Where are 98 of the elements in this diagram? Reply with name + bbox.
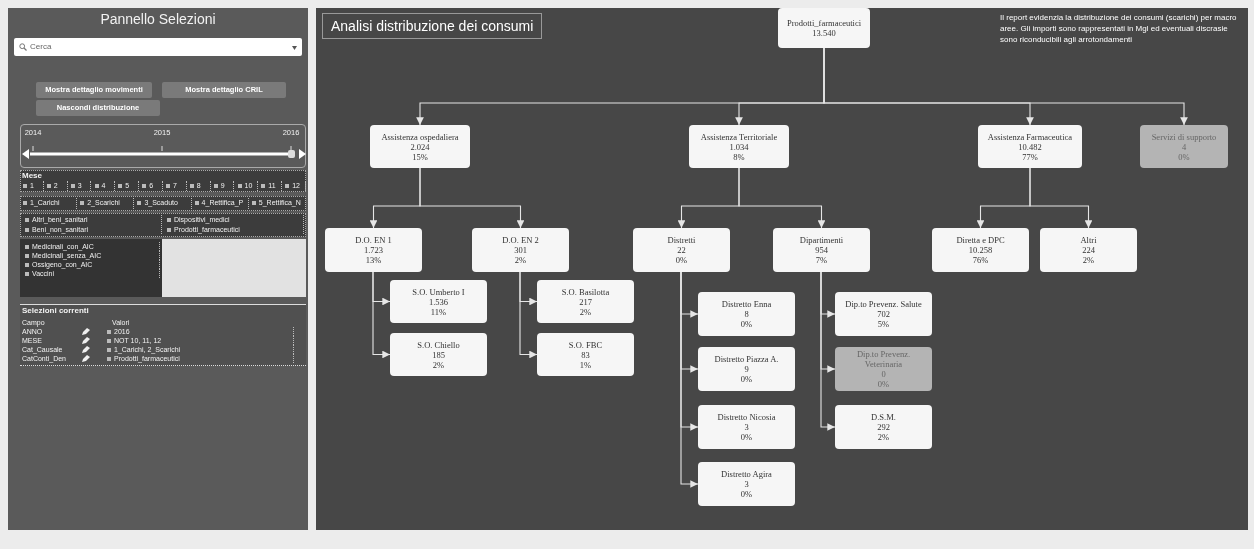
connector-arrow [680,271,699,488]
tree-node-box [932,228,1029,272]
node-name: Dip.to Prevenz. Veterinaria [855,349,912,369]
tree-node-box [472,228,569,272]
connector-arrow [823,47,1188,126]
node-share: 2% [1082,255,1095,265]
node-value: 224 [1082,245,1095,255]
node-name: Distretto Agira [721,469,772,479]
node-name: Diretta e DPC [956,235,1005,245]
node-value: 3 [744,422,749,432]
node-share: 7% [815,255,828,265]
node-share: 2% [877,432,890,442]
node-name: Distretto Enna [721,299,772,309]
tree-node-box [390,333,487,376]
node-share: 2% [579,306,592,317]
node-name: Assistenza ospedaliera [381,131,459,142]
tree-node-box [325,228,422,272]
node-share: 77% [1022,151,1038,162]
node-value: 22 [677,245,686,255]
tree-node-box [370,125,470,168]
node-share: 1% [579,359,592,370]
node-name: S.O. Basilotta [561,286,610,297]
node-name: S.O. Umberto I [412,286,465,297]
node-share: 8% [733,151,745,162]
node-value: 301 [514,245,527,255]
node-value: 954 [815,245,828,255]
node-value: 13.540 [812,28,836,38]
node-share: 0% [740,489,753,499]
node-name: S.O. FBC [568,339,603,350]
node-share: 2% [432,359,445,370]
tree-node-box [689,125,789,168]
panel-title: Pannello Selezioni [99,10,217,28]
node-value: 83 [581,349,590,360]
node-name: S.O. Chiello [417,339,460,350]
tree-node-box [698,462,795,506]
tree-node-box [835,405,932,449]
node-share: 13% [365,255,382,265]
node-value: 702 [877,309,890,319]
tree-node-box [698,405,795,449]
connector-arrow [820,271,836,431]
node-name: Dipartimenti [799,235,844,245]
node-value: 1.723 [363,245,384,255]
node-value: 3 [744,479,749,489]
node-value: 292 [877,422,890,432]
connector-arrow [519,271,538,359]
connector-arrow [419,167,525,229]
node-value: 185 [432,349,445,360]
node-name: Distretti [667,235,696,245]
tree-node-box [978,125,1082,168]
node-share: 76% [972,255,989,265]
tree-node-box [698,292,795,336]
node-share: 0% [675,255,688,265]
node-value: 10.258 [968,245,993,255]
node-name: Altri [1080,235,1097,245]
node-name: Dip.to Prevenz. Salute [845,299,922,309]
tree-node-box [537,333,634,376]
connector-arrow [738,167,826,229]
dashboard-title: Analisi distribuzione dei consumi [322,13,543,39]
tree-node-box [1140,125,1228,168]
node-share: 0% [740,319,753,329]
report-note: Il report evidenzia la distribuzione dei consumi (scarichi) per macro aree. Gli importi sono rappresentati in Mgl ed eventuali discrasie sono riconducibili agli arrotondamenti [1000,12,1238,46]
node-share: 0% [740,374,753,384]
tree-node-box [835,347,932,391]
tree-node-box [773,228,870,272]
node-name: Assistenza Farmaceutica [987,131,1073,142]
tree-node-box [390,280,487,323]
node-share: 0% [877,379,890,389]
tree-node-box [633,228,730,272]
node-value: 9 [744,364,749,374]
search-field: Cerca [14,38,302,56]
connector-arrow [1029,167,1093,229]
node-name: Servizi di supporto [1151,131,1217,142]
node-value: 2.024 [410,141,430,152]
node-name: Assistenza Territoriale [700,131,778,142]
node-name: Distretto Nicosia [717,412,776,422]
node-share: 2% [514,255,527,265]
node-name: Prodotti_farmaceutici [786,18,862,28]
section-header: Selezioni correnti [21,306,90,316]
tree-node-box [537,280,634,323]
node-value: 8 [744,309,749,319]
node-value: 1.536 [428,296,449,307]
section-header: Mese [21,171,43,181]
node-value: 217 [579,296,592,307]
tree-node-box [698,347,795,391]
node-share: 0% [740,432,753,442]
node-name: D.S.M. [871,412,896,422]
tree-node-box [835,292,932,336]
node-share: 11% [430,306,447,317]
node-name: D.O. EN 1 [355,235,392,245]
tree-node-box [778,8,870,48]
tree-node-box [1040,228,1137,272]
node-value: 10.482 [1018,141,1042,152]
node-share: 5% [877,319,890,329]
connector-arrow [372,271,391,359]
node-name: D.O. EN 2 [502,235,539,245]
node-share: 15% [412,151,428,162]
node-name: Distretto Piazza A. [714,354,779,364]
node-value: 1.034 [729,141,749,152]
